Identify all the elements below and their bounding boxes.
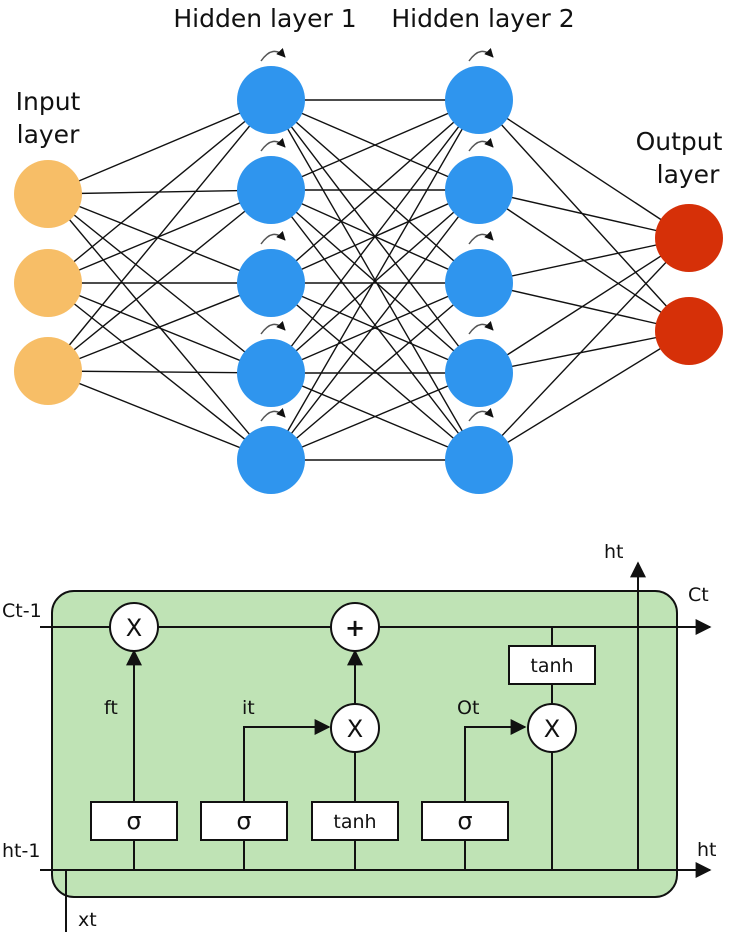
- connection-hidden2-0-to-output-1: [478, 99, 690, 332]
- input-gate-arrow: [243, 719, 331, 802]
- network-neurons: [14, 66, 723, 494]
- connection-hidden2-1-to-output-0: [478, 189, 690, 239]
- recurrent-loop-icon-hidden1-1: [260, 137, 286, 152]
- output-layer-label-line2: layer: [657, 160, 720, 189]
- neuron-hidden1-4: [237, 426, 305, 494]
- forget-multiply-symbol: X: [126, 614, 142, 642]
- output-layer-label-line1: Output: [636, 127, 723, 156]
- cell-add-symbol: +: [345, 614, 365, 642]
- neuron-output-1: [655, 297, 723, 365]
- recurrent-loop-icon-hidden2-1: [468, 137, 494, 152]
- connection-hidden1-3-to-hidden2-1: [270, 189, 480, 374]
- connection-hidden1-3-to-hidden2-2: [270, 282, 480, 374]
- recurrent-loop-icon-hidden2-2: [468, 230, 494, 245]
- input-gate-sigma-block: σ: [200, 801, 288, 841]
- prev-hidden-state-label: ht-1: [2, 840, 40, 862]
- recurrent-loop-icon-hidden1-3: [260, 320, 286, 335]
- neuron-input-1: [14, 249, 82, 317]
- neuron-hidden2-0: [445, 66, 513, 134]
- connection-input-2-to-hidden1-0: [47, 99, 272, 372]
- recurrent-loop-icon-hidden2-3: [468, 320, 494, 335]
- connection-input-2-to-hidden1-2: [47, 282, 272, 372]
- neuron-hidden2-2: [445, 249, 513, 317]
- forget-gate-sigma-block: σ: [90, 801, 178, 841]
- neuron-hidden1-3: [237, 339, 305, 407]
- cell-tanh-label: tanh: [530, 655, 573, 677]
- hidden-layer-2-label: Hidden layer 2: [391, 4, 574, 33]
- output-gate-sigma-block: σ: [421, 801, 509, 841]
- connection-hidden1-1-to-hidden2-0: [270, 99, 480, 191]
- connection-hidden1-4-to-hidden2-0: [270, 99, 480, 461]
- forget-gate-sigma-label: σ: [126, 807, 141, 835]
- candidate-tanh-label: tanh: [333, 811, 376, 833]
- connection-input-1-to-hidden1-3: [47, 282, 272, 374]
- hidden-output-top-label: ht: [604, 541, 624, 563]
- feedforward-network: Input layer Hidden layer 1 Hidden layer …: [14, 4, 723, 494]
- connection-hidden2-2-to-output-1: [478, 282, 690, 332]
- connection-hidden2-4-to-output-1: [478, 330, 690, 461]
- hidden-layer-1-label: Hidden layer 1: [173, 4, 356, 33]
- connection-hidden2-0-to-output-0: [478, 99, 690, 239]
- output-multiply-symbol: X: [544, 715, 560, 743]
- recurrent-loop-icon-hidden2-0: [468, 47, 494, 62]
- lstm-cell-diagram: X + X X σ σ tanh σ: [2, 541, 717, 932]
- neuron-hidden1-0: [237, 66, 305, 134]
- output-gate-sigma-label: σ: [457, 807, 472, 835]
- neuron-hidden2-4: [445, 426, 513, 494]
- connection-hidden2-3-to-output-1: [478, 330, 690, 374]
- input-gate-label: it: [242, 697, 255, 719]
- network-connections: [47, 99, 690, 461]
- prev-cell-state-label: Ct-1: [2, 600, 42, 622]
- neuron-input-2: [14, 337, 82, 405]
- connection-input-2-to-hidden1-4: [47, 370, 272, 461]
- neuron-output-0: [655, 204, 723, 272]
- connection-input-1-to-hidden1-0: [47, 99, 272, 284]
- input-gate-sigma-label: σ: [236, 807, 251, 835]
- connection-hidden2-2-to-output-0: [478, 237, 690, 284]
- connection-input-2-to-hidden1-1: [47, 189, 272, 372]
- cell-tanh-block: tanh: [508, 645, 596, 685]
- connection-input-0-to-hidden1-2: [47, 193, 272, 284]
- recurrent-loops: [260, 47, 494, 422]
- forget-gate-label: ft: [104, 697, 118, 719]
- recurrent-loop-icon-hidden1-2: [260, 230, 286, 245]
- connection-hidden2-4-to-output-0: [478, 237, 690, 461]
- forget-multiply-node: X: [109, 602, 159, 652]
- recurrent-loop-icon-hidden1-0: [260, 47, 286, 62]
- recurrent-loop-icon-hidden2-4: [468, 407, 494, 422]
- input-x-label: xt: [78, 909, 97, 931]
- cell-state-output-label: Ct: [688, 584, 709, 606]
- input-multiply-symbol: X: [347, 715, 363, 743]
- candidate-tanh-block: tanh: [311, 801, 399, 841]
- connection-input-2-to-hidden1-3: [47, 370, 272, 374]
- output-multiply-node: X: [527, 703, 577, 753]
- connection-hidden2-3-to-output-0: [478, 237, 690, 374]
- neuron-hidden1-1: [237, 156, 305, 224]
- connection-hidden1-3-to-hidden2-0: [270, 99, 480, 374]
- input-multiply-node: X: [330, 703, 380, 753]
- hidden-output-right-label: ht: [697, 839, 717, 861]
- neuron-hidden1-2: [237, 249, 305, 317]
- input-layer-label-line2: layer: [17, 120, 80, 149]
- connection-hidden1-4-to-hidden2-3: [270, 372, 480, 461]
- connection-hidden1-2-to-hidden2-0: [270, 99, 480, 284]
- input-layer-label-line1: Input: [16, 87, 81, 116]
- connection-hidden1-4-to-hidden2-1: [270, 189, 480, 461]
- cell-add-node: +: [330, 602, 380, 652]
- neuron-hidden2-1: [445, 156, 513, 224]
- connection-input-0-to-hidden1-0: [47, 99, 272, 195]
- neuron-input-0: [14, 160, 82, 228]
- connection-hidden1-4-to-hidden2-2: [270, 282, 480, 461]
- neuron-hidden2-3: [445, 339, 513, 407]
- output-gate-label: Ot: [457, 697, 479, 719]
- recurrent-loop-icon-hidden1-4: [260, 407, 286, 422]
- output-gate-arrow: [464, 719, 527, 802]
